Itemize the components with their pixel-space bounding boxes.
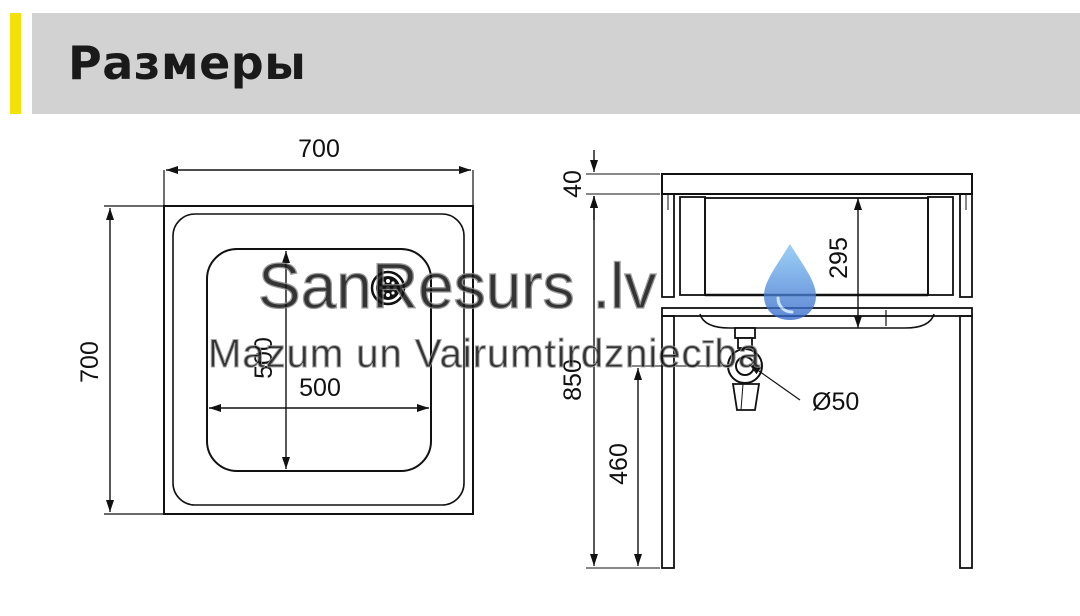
right-leg-lower [959,315,973,569]
bowl-depth-label: 500 [250,337,278,379]
drain-diameter-label: Ø50 [812,388,859,416]
total-height-label: 850 [559,359,587,401]
watermark-brand: SanResurs .lv [258,250,656,322]
overall-width-label: 700 [298,135,340,163]
top-thickness-label: 40 [559,170,587,198]
bowl-height-label: 295 [825,237,853,279]
overall-depth-label: 700 [76,341,104,383]
drain-diameter-leader [748,363,801,401]
water-drop-icon [764,244,816,320]
right-bracket [927,196,954,296]
page-title: Размеры [68,36,307,90]
drain-height-label: 460 [605,443,633,485]
sink-outer-outline [163,205,474,515]
header-bar: Размеры [0,5,1080,114]
header-background [32,13,1080,114]
top-slab [661,173,973,195]
side-view: Ø50 40 850 460 295 [559,150,973,569]
bowl-width-label: 500 [299,374,341,402]
top-view: 700 700 500 500 [76,135,474,515]
frame-crossbar [661,307,973,317]
left-leg-lower [661,315,675,569]
bowl-bottom [699,313,935,329]
bowl-side [704,197,929,296]
watermark: SanResurs .lv Mazum un Vairumtirdzniecīb… [208,244,816,377]
sink-rim-outline [172,213,465,506]
accent-bar [10,13,21,114]
watermark-tagline: Mazum un Vairumtirdzniecība [208,332,761,376]
drain-strainer-icon [370,270,406,306]
left-bracket [679,196,706,296]
bowl-outline [206,248,432,472]
